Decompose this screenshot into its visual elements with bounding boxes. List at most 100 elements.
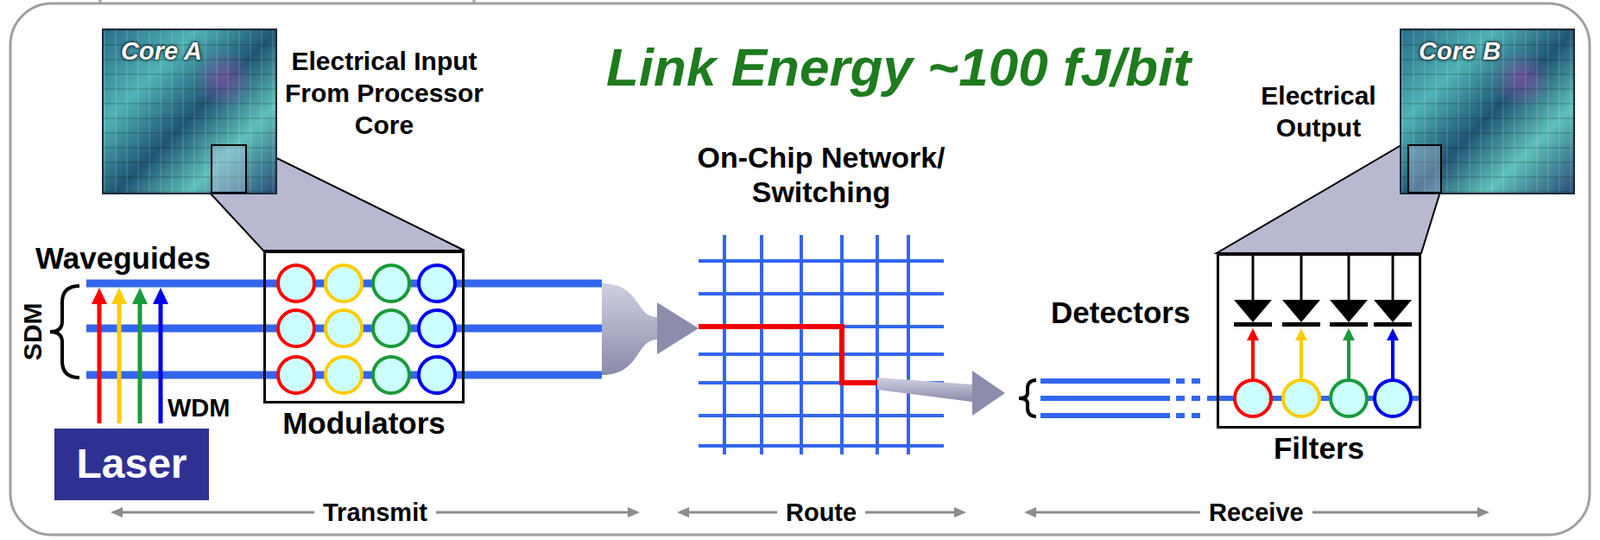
- core-label: Core B: [1401, 30, 1574, 66]
- part-name: Filters: [1273, 430, 1365, 466]
- receive-brace: [1018, 379, 1037, 417]
- multiplex-label: WDM: [167, 393, 230, 422]
- ring-modulator: [278, 265, 315, 302]
- panel-border: [10, 3, 1590, 535]
- ring-modulator: [373, 356, 410, 393]
- photodiode-bar: [1233, 322, 1272, 327]
- grid-line: [722, 234, 727, 455]
- multiplex-label: SDM: [18, 302, 48, 361]
- box-ground: [1216, 252, 1422, 429]
- signal-label: Electrical Output: [1232, 79, 1405, 144]
- processor-core: Core A: [101, 28, 278, 195]
- grid-line: [698, 413, 944, 418]
- laser-beam: [138, 302, 143, 424]
- signal-label: Electrical Input From Processor Core: [271, 44, 497, 141]
- grid-line: [906, 234, 911, 455]
- photodiode-symbol: [1329, 299, 1368, 323]
- switch-network: On-Chip Network/ Switching: [682, 138, 961, 458]
- ring-modulator: [325, 356, 362, 393]
- grid-line: [698, 443, 944, 448]
- zoom-square: [210, 144, 247, 194]
- beam-head: [91, 287, 108, 304]
- arrow-head: [657, 302, 699, 355]
- arrow-head: [972, 370, 1006, 416]
- photodiode-bar: [1282, 322, 1321, 327]
- ring-filter: [1283, 379, 1320, 417]
- ring-modulator: [325, 265, 362, 302]
- span-head: [1477, 506, 1490, 518]
- waveguide-dash: [1191, 395, 1201, 401]
- grid-line: [698, 291, 944, 296]
- beam-head: [1342, 328, 1355, 341]
- beam-head: [1386, 328, 1399, 341]
- route-path: [698, 326, 878, 383]
- laser-label: Laser: [75, 441, 187, 487]
- diagram-title: Link Energy ~100 fJ/bit: [606, 37, 1191, 97]
- photodiode-symbol: [1373, 299, 1412, 323]
- grid-line: [698, 352, 944, 356]
- photodiode-symbol: [1233, 299, 1272, 323]
- span-head: [110, 506, 123, 518]
- span-head: [954, 506, 967, 518]
- ring-filter: [1234, 379, 1272, 417]
- beam-head: [111, 287, 127, 304]
- ring-modulator: [418, 265, 456, 302]
- span-head: [676, 506, 690, 518]
- ring-modulator: [278, 309, 315, 347]
- beam-head: [1295, 328, 1308, 341]
- tab-line: [473, 0, 476, 5]
- span-head: [627, 506, 640, 518]
- detector-wire: [1391, 252, 1395, 300]
- waveguide-dash: [1176, 378, 1185, 384]
- photodiode-bar: [1329, 322, 1368, 327]
- grid-line: [759, 234, 764, 455]
- beam-head: [132, 287, 148, 304]
- part-name: Modulators: [282, 405, 446, 441]
- grid-line: [698, 259, 944, 263]
- laser-beam: [117, 302, 122, 424]
- detector-wire: [1300, 252, 1303, 300]
- flow-arrow: [601, 283, 699, 375]
- ring-modulator: [418, 356, 456, 393]
- beam-head: [152, 287, 169, 304]
- part-name: Waveguides: [35, 240, 211, 275]
- photodiode-bar: [1373, 322, 1412, 327]
- filter-array: Filters: [1216, 252, 1422, 429]
- ring-modulator: [325, 309, 362, 347]
- drop-beam: [1299, 338, 1303, 380]
- waveguide-dash: [1191, 412, 1201, 418]
- ring-modulator: [373, 265, 410, 302]
- core-label: Core A: [103, 30, 276, 66]
- part-name: Detectors: [1050, 295, 1190, 329]
- waveguide: [1040, 412, 1170, 418]
- ring-modulator: [278, 356, 315, 393]
- waveguide-dash: [1176, 395, 1185, 401]
- beam-head: [1246, 328, 1259, 341]
- ring-modulator: [373, 309, 410, 347]
- waveguide: [1040, 378, 1170, 384]
- stage-label: Receive: [1200, 498, 1313, 526]
- laser-box: Laser: [54, 428, 209, 500]
- stage-label: Route: [777, 498, 866, 526]
- waveguide-dash: [1191, 378, 1201, 384]
- waveguide: [1040, 395, 1170, 401]
- ring-modulator: [418, 309, 456, 347]
- laser-beam: [97, 302, 102, 424]
- arrow-body: [877, 377, 973, 402]
- flow-arrow: [877, 370, 1006, 416]
- drop-beam: [1391, 338, 1395, 380]
- span-head: [1024, 506, 1037, 518]
- detector-wire: [1252, 252, 1255, 300]
- photodiode-symbol: [1282, 299, 1321, 323]
- ring-filter: [1374, 379, 1411, 417]
- processor-core: Core B: [1399, 28, 1575, 195]
- tab-line: [99, 0, 102, 5]
- detector-wire: [1347, 252, 1351, 300]
- network-heading: On-Chip Network/ Switching: [682, 138, 961, 209]
- arrow-body: [601, 283, 658, 375]
- drop-beam: [1251, 338, 1255, 380]
- ring-filter: [1330, 379, 1367, 417]
- stage-label: Transmit: [314, 498, 437, 526]
- waveguide-dash: [1176, 412, 1185, 418]
